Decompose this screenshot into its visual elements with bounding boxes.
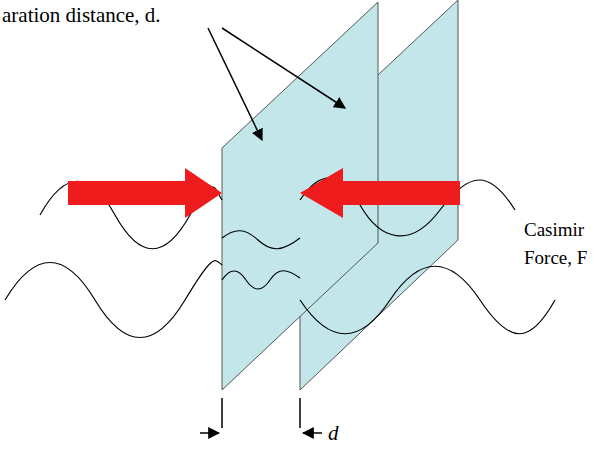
wave-left-lower [5, 261, 222, 338]
force-arrow-right [300, 168, 460, 218]
annotation-label: aration distance, d. [2, 0, 242, 30]
dimension-arrow [200, 432, 219, 434]
leader-arrow [222, 28, 345, 108]
leader-arrow [208, 28, 262, 140]
wave-inner-2 [222, 271, 300, 289]
force-arrow-left [68, 168, 222, 218]
dimension-tick [221, 398, 223, 428]
dimension-arrow [303, 432, 322, 434]
wave-right-lower [300, 266, 555, 334]
force-label: Casimir Force, F [524, 216, 600, 271]
dimension-tick [299, 398, 301, 428]
dimension-label: d [328, 418, 358, 448]
wave-inner-1 [222, 231, 300, 249]
